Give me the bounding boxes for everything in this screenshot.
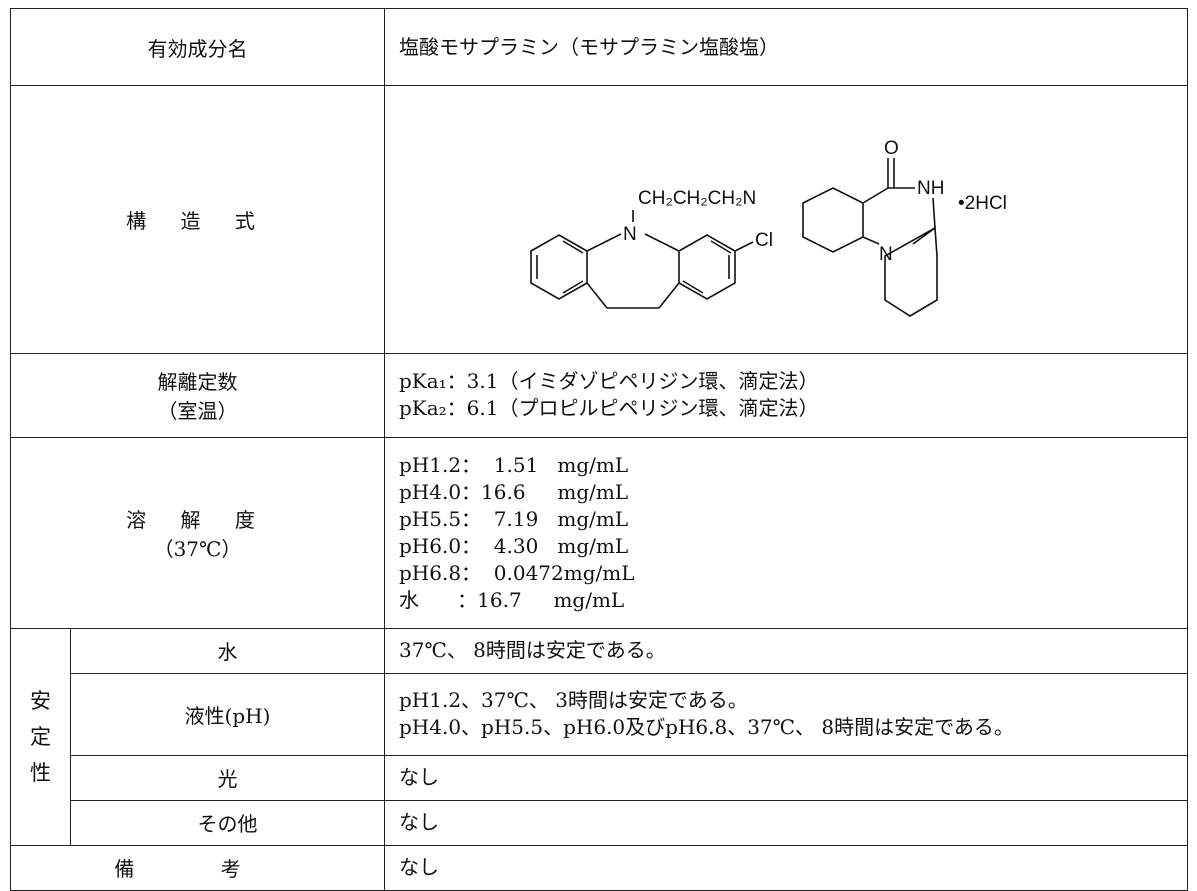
left-ring-inner-bond — [562, 239, 584, 254]
stability-light-label: 光 — [70, 754, 385, 801]
remarks-row: 備 考 なし — [10, 844, 1188, 891]
stability-light-value: なし — [384, 754, 1188, 801]
lower-piperidine-ring — [884, 226, 938, 317]
stability-char: 安 — [30, 688, 51, 713]
solubility-line: pH5.5： 7.19 mg/mL — [399, 506, 629, 531]
stability-other-value: なし — [384, 799, 1188, 846]
pka-values: pKa₁：3.1（イミダゾピペリジン環、滴定法） pKa₂：6.1（プロピルピペ… — [384, 352, 1188, 438]
stability-ph-line: pH1.2、37℃、 3時間は安定である。 — [399, 688, 748, 713]
stability-other-label: その他 — [70, 799, 385, 846]
struct-o-label: O — [884, 138, 899, 159]
stability-char: 定 — [30, 724, 51, 749]
structural-formula: O NH CH₂CH₂CH₂N •2HCl N N Cl — [530, 138, 1007, 317]
stability-water-label: 水 — [70, 627, 385, 674]
solubility-label-line-2: （37℃） — [153, 536, 242, 561]
piperidine-ring — [802, 186, 864, 253]
solubility-label: 溶 解 度 （37℃） — [10, 436, 385, 629]
solubility-line: pH1.2： 1.51 mg/mL — [399, 452, 629, 477]
bond — [932, 197, 936, 228]
solubility-line: pH6.0： 4.30 mg/mL — [399, 533, 629, 558]
pka-label: 解離定数 （室温） — [10, 352, 385, 438]
right-benzene-ring — [678, 233, 736, 300]
bond — [586, 232, 622, 252]
stability-ph-row: 液性(pH) pH1.2、37℃、 3時間は安定である。 pH4.0、pH5.5… — [11, 672, 1188, 756]
ingredient-row: 有効成分名 塩酸モサプラミン（モサプラミン塩酸塩） — [10, 7, 1188, 87]
stability-group-label: 安 定 性 — [10, 627, 71, 846]
bond — [644, 232, 680, 252]
stability-other-row: その他 なし — [11, 799, 1188, 846]
struct-n-upper-label: N — [623, 224, 637, 245]
stability-char: 性 — [30, 760, 51, 785]
struct-cl-label: Cl — [755, 230, 773, 251]
stability-water-row: 安 定 性 水 37℃、 8時間は安定である。 — [10, 627, 1188, 846]
pka-row: 解離定数 （室温） pKa₁：3.1（イミダゾピペリジン環、滴定法） pKa₂：… — [10, 352, 1188, 438]
drug-info-table: 有効成分名 塩酸モサプラミン（モサプラミン塩酸塩） 構 造 式 — [10, 7, 1188, 891]
bond — [586, 282, 608, 309]
remarks-value: なし — [384, 844, 1188, 891]
remarks-label: 備 考 — [10, 844, 385, 891]
stability-ph-values: pH1.2、37℃、 3時間は安定である。 pH4.0、pH5.5、pH6.0及… — [384, 672, 1188, 756]
left-benzene-ring — [530, 233, 588, 300]
solubility-row: 溶 解 度 （37℃） pH1.2： 1.51 mg/mL pH4.0：16.6… — [10, 436, 1188, 629]
right-ring-inner-bond — [682, 279, 704, 294]
stability-ph-label: 液性(pH) — [70, 672, 385, 756]
left-ring-inner-bond — [562, 279, 584, 294]
struct-salt-label: •2HCl — [958, 193, 1007, 214]
pka-label-line-1: 解離定数 — [157, 370, 238, 395]
struct-nh-label: NH — [917, 178, 944, 199]
pka-line: pKa₁：3.1（イミダゾピペリジン環、滴定法） — [399, 369, 819, 394]
bond — [734, 240, 754, 252]
struct-chain-label: CH₂CH₂CH₂N — [638, 188, 756, 209]
structure-row: 構 造 式 — [10, 85, 1188, 354]
stability-water-value: 37℃、 8時間は安定である。 — [384, 627, 1188, 674]
stability-light-row: 光 なし — [11, 754, 1188, 801]
structure-label: 構 造 式 — [10, 85, 385, 354]
solubility-label-line-1: 溶 解 度 — [126, 507, 269, 532]
ingredient-value: 塩酸モサプラミン（モサプラミン塩酸塩） — [384, 7, 1188, 87]
bond — [658, 282, 680, 309]
bond — [862, 186, 889, 204]
stability-ph-line: pH4.0、pH5.5、pH6.0及びpH6.8、37℃、 8時間は安定である。 — [399, 715, 1014, 740]
structure-cell: O NH CH₂CH₂CH₂N •2HCl N N Cl — [384, 85, 1188, 354]
solubility-line: pH4.0：16.6 mg/mL — [399, 479, 629, 504]
pka-line: pKa₂：6.1（プロピルピペリジン環、滴定法） — [399, 396, 819, 421]
ingredient-label: 有効成分名 — [10, 7, 385, 87]
solubility-values: pH1.2： 1.51 mg/mL pH4.0：16.6 mg/mL pH5.5… — [384, 436, 1188, 629]
pka-label-line-2: （室温） — [157, 399, 238, 424]
solubility-line: pH6.8： 0.0472mg/mL — [399, 560, 635, 585]
struct-n-lower-label: N — [879, 244, 893, 265]
solubility-line: 水 ：16.7 mg/mL — [399, 587, 625, 612]
right-ring-inner-bond — [710, 239, 732, 254]
bond — [862, 235, 880, 245]
